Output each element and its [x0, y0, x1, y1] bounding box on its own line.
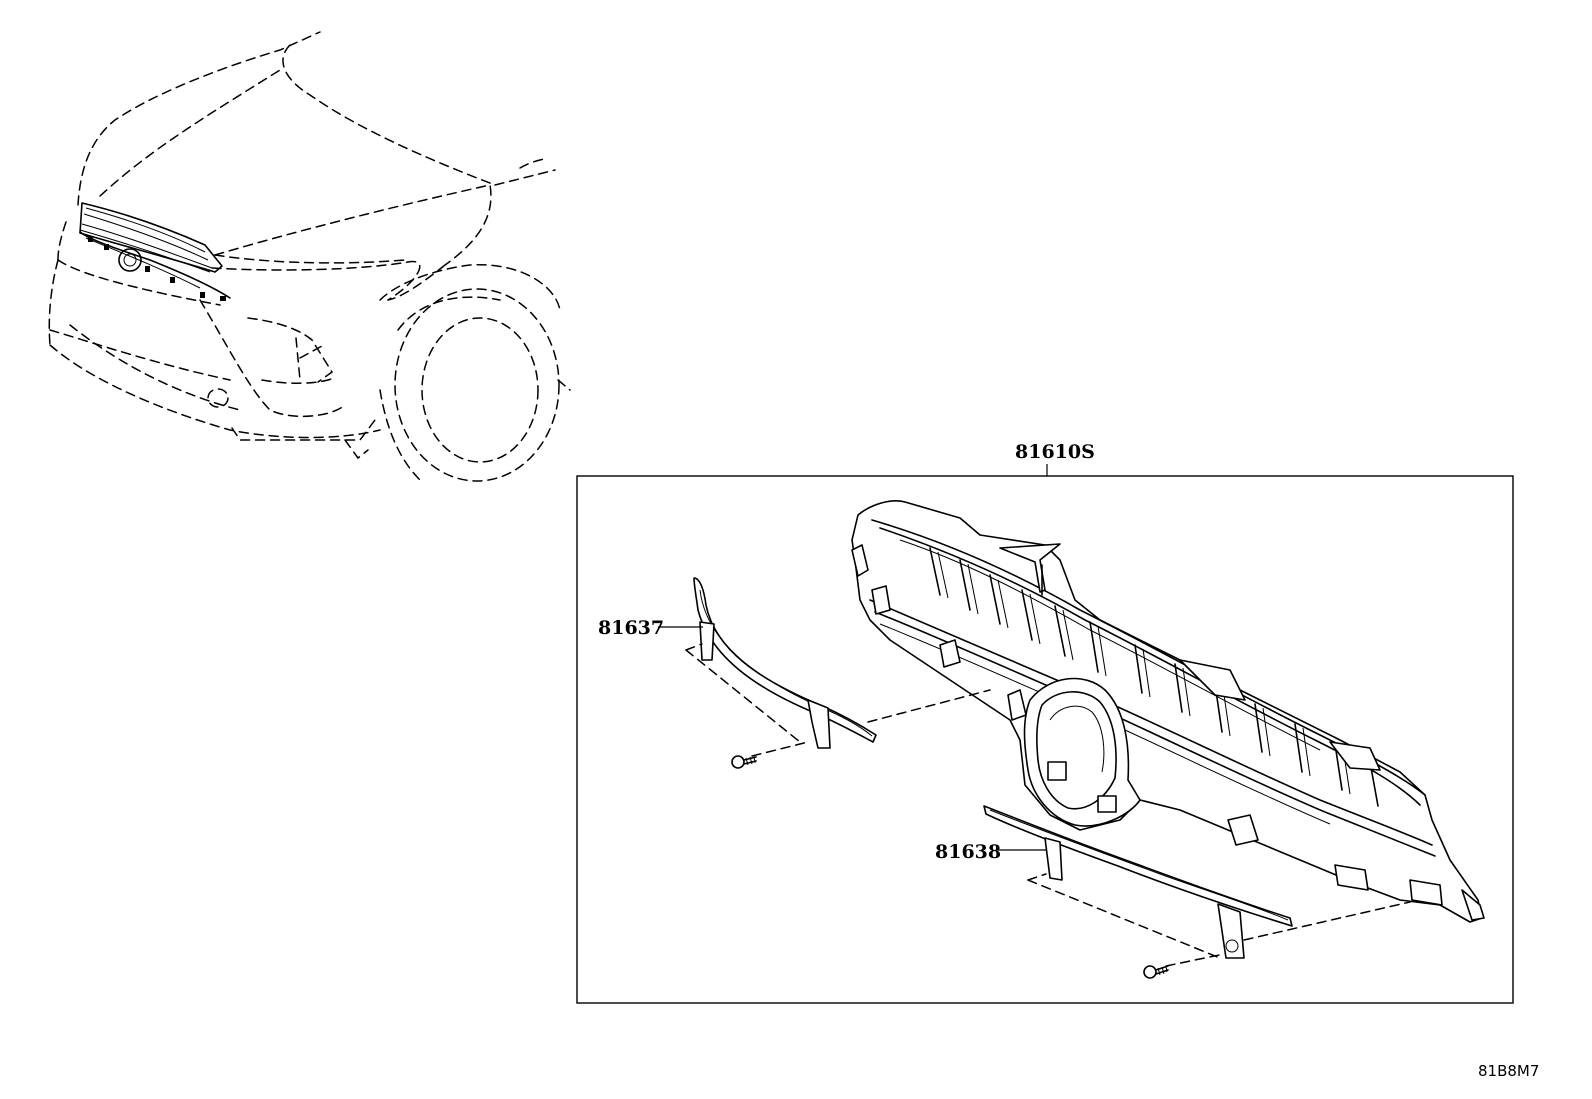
grille-molding-lower: 81638	[935, 805, 1411, 979]
grille-slats	[929, 547, 1379, 807]
clip-screw-lower	[1143, 965, 1169, 979]
vehicle-reference-view	[48, 31, 571, 482]
grille-molding-upper: 81637	[598, 577, 991, 769]
assembly-box	[576, 475, 1514, 1004]
diagram-code: 81B8M7	[1478, 1062, 1539, 1080]
assembly-part-number: 81610S	[1015, 441, 1095, 463]
part-number-81637: 81637	[598, 617, 664, 639]
part-number-81638: 81638	[935, 841, 1001, 863]
clip-screw-upper	[731, 755, 757, 769]
radiator-grille	[851, 500, 1485, 923]
assembly-callout: 81610S	[576, 441, 1514, 1004]
